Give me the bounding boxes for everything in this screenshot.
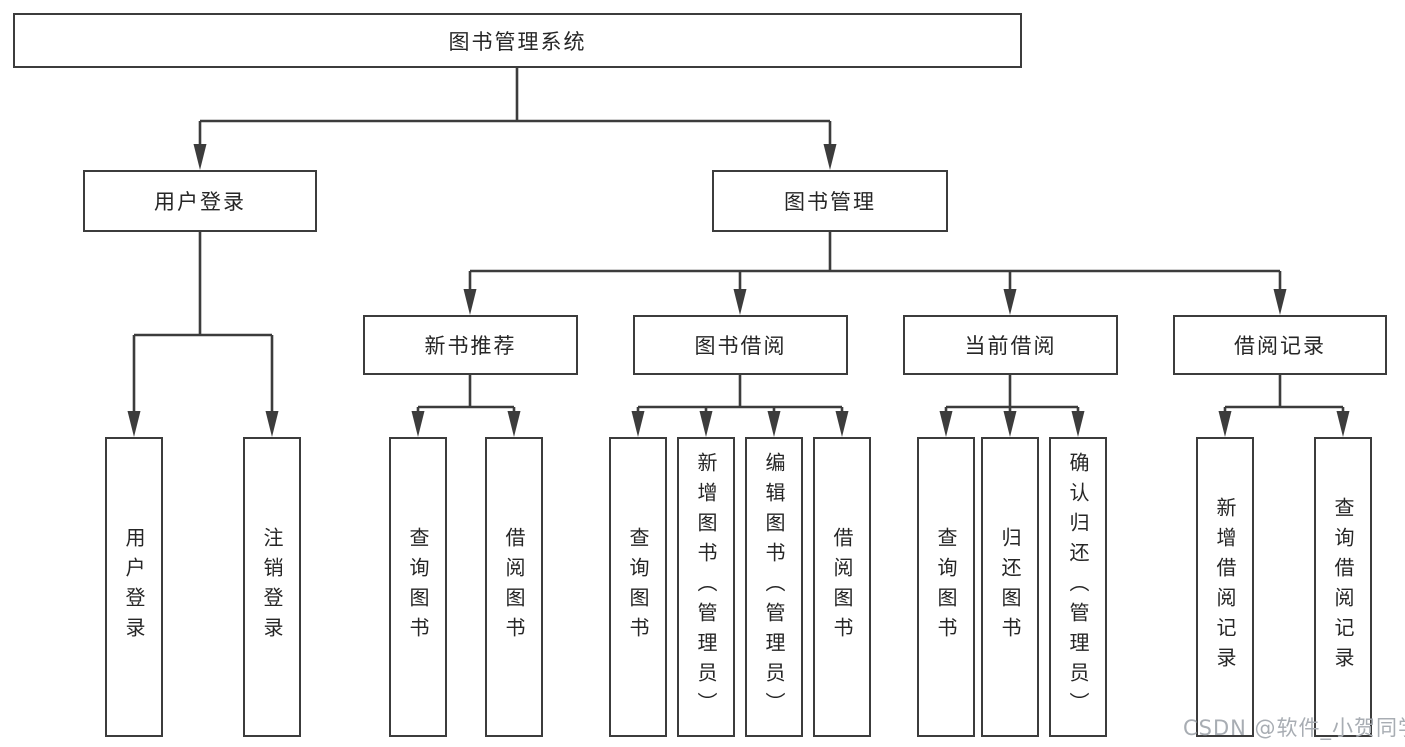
node-current-borrow: 当前借阅 (903, 315, 1118, 375)
leaf-query-book-recommend: 查询图书 (389, 437, 447, 737)
csdn-watermark: CSDN @软件_小贺同学 (1183, 716, 1405, 740)
node-book-management: 图书管理 (712, 170, 948, 232)
leaf-add-book-admin: 新增图书（管理员） (677, 437, 735, 737)
leaf-borrow-book: 借阅图书 (813, 437, 871, 737)
leaf-query-borrow-record: 查询借阅记录 (1314, 437, 1372, 737)
leaf-return-book: 归还图书 (981, 437, 1039, 737)
leaf-confirm-return-admin: 确认归还（管理员） (1049, 437, 1107, 737)
leaf-borrow-book-recommend: 借阅图书 (485, 437, 543, 737)
node-user-login: 用户登录 (83, 170, 317, 232)
leaf-add-borrow-record: 新增借阅记录 (1196, 437, 1254, 737)
node-root: 图书管理系统 (13, 13, 1022, 68)
node-book-borrow: 图书借阅 (633, 315, 848, 375)
leaf-logout: 注销登录 (243, 437, 301, 737)
node-new-book-recommend: 新书推荐 (363, 315, 578, 375)
leaf-user-login: 用户登录 (105, 437, 163, 737)
node-borrow-record: 借阅记录 (1173, 315, 1387, 375)
leaf-query-book-borrow: 查询图书 (609, 437, 667, 737)
leaf-query-book-current: 查询图书 (917, 437, 975, 737)
leaf-edit-book-admin: 编辑图书（管理员） (745, 437, 803, 737)
